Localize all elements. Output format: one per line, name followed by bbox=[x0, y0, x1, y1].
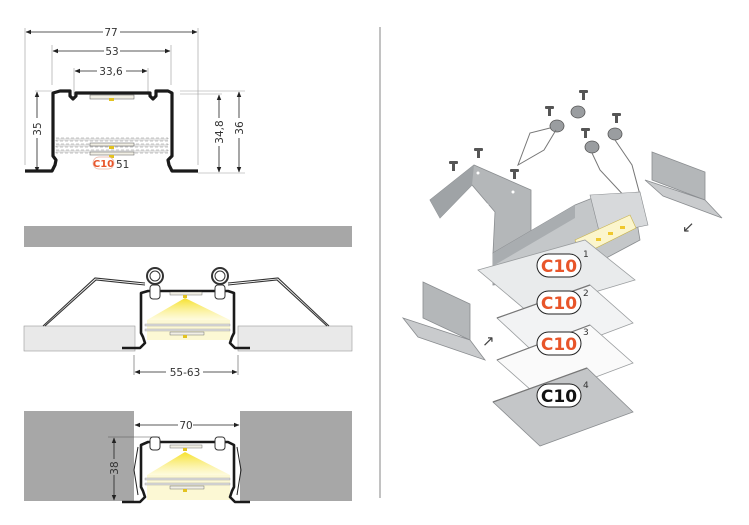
screws bbox=[449, 90, 621, 179]
light-beam-plaster bbox=[147, 452, 230, 475]
cover-badge-code: C10 bbox=[541, 257, 577, 277]
clips bbox=[149, 284, 226, 300]
dimension-arrows bbox=[25, 29, 242, 173]
cover-code: C10 bbox=[93, 159, 114, 170]
end-cap-left bbox=[401, 281, 487, 361]
cover-badge-index: 4 bbox=[583, 381, 589, 391]
cover-slots bbox=[55, 137, 169, 158]
cover-badge-index: 2 bbox=[583, 289, 589, 299]
plaster-left bbox=[24, 411, 134, 501]
cover-slots-plaster bbox=[144, 477, 231, 492]
dim-inner-width: 53 bbox=[105, 46, 118, 58]
profile-outline bbox=[25, 89, 198, 173]
end-cap-right bbox=[644, 151, 723, 219]
plaster-right bbox=[240, 411, 352, 501]
light-beam bbox=[147, 298, 230, 320]
cover-badge-code: C10 bbox=[541, 387, 577, 407]
led-chip bbox=[109, 98, 114, 101]
cover-badge-code: C10 bbox=[541, 335, 577, 355]
arrow-out-icon: ↙ bbox=[682, 218, 695, 236]
height-dimension: 38 bbox=[109, 461, 121, 474]
cross-section-drawing: 77 53 33,6 35 34,8 36 C10 51 bbox=[24, 27, 246, 174]
profile-outline-spring bbox=[122, 289, 250, 350]
exploded-view: ↙ ↗ C10 1 C10 2 bbox=[401, 90, 723, 447]
profile-outline-plaster bbox=[122, 440, 250, 504]
spring-mount-drawing: 55-63 bbox=[23, 226, 353, 379]
dim-height-left: 35 bbox=[32, 122, 44, 135]
dim-overall-width: 77 bbox=[104, 27, 117, 39]
dim-height-inner: 34,8 bbox=[214, 120, 226, 143]
dim-height-right: 36 bbox=[234, 121, 246, 135]
plaster-mount-drawing: 70 38 bbox=[24, 411, 352, 504]
cover-slots-spring bbox=[144, 323, 231, 338]
mounting-springs bbox=[42, 267, 330, 327]
cover-badge-index: 1 bbox=[583, 250, 589, 260]
ceiling-slab bbox=[24, 226, 352, 247]
cover-badge-1: C10 1 bbox=[536, 250, 589, 278]
cover-badge-index: 3 bbox=[583, 328, 589, 338]
arrow-in-icon: ↗ bbox=[482, 332, 495, 350]
cutout-dimension: 55-63 bbox=[170, 367, 201, 379]
cover-code-badge: C10 bbox=[92, 156, 115, 170]
cover-badge-3: C10 3 bbox=[536, 328, 589, 356]
gap-dimension: 70 bbox=[179, 420, 192, 432]
extension-lines bbox=[24, 28, 245, 174]
mounting-bracket bbox=[429, 164, 532, 254]
cover-badge-code: C10 bbox=[541, 294, 577, 314]
cover-badge-4: C10 4 bbox=[536, 381, 589, 408]
ceiling-board-right bbox=[237, 325, 353, 352]
dim-strip-width: 33,6 bbox=[99, 66, 123, 78]
ceiling-board-left bbox=[23, 325, 136, 352]
clips-plaster bbox=[149, 436, 226, 451]
cover-note: 51 bbox=[116, 159, 129, 171]
cover-badge-2: C10 2 bbox=[536, 289, 589, 315]
cutout-extension-lines bbox=[133, 355, 239, 375]
